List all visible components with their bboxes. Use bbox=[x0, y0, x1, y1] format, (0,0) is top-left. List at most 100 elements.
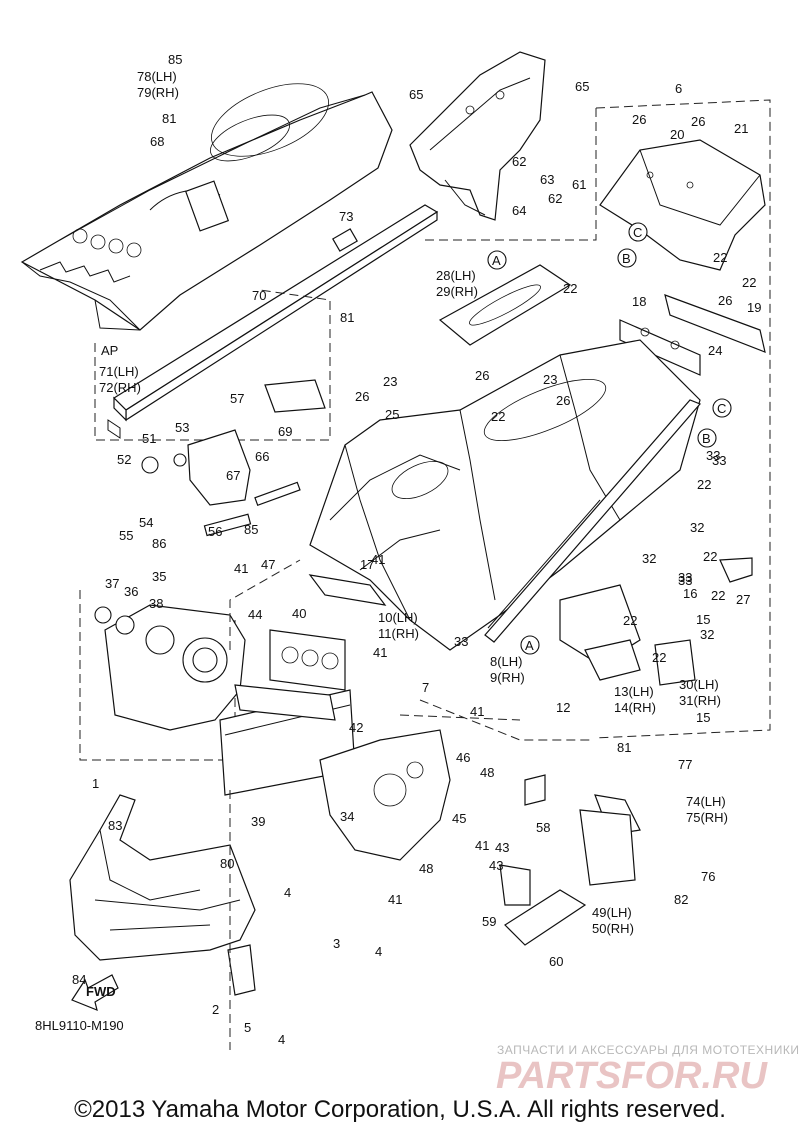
callout-label: 22 bbox=[703, 549, 717, 564]
callout-label: 4 bbox=[278, 1032, 285, 1047]
svg-text:B: B bbox=[622, 251, 631, 266]
callout-label: 10(LH) bbox=[378, 610, 418, 625]
callout-label: 73 bbox=[339, 209, 353, 224]
circled-letter-a-bottom: A bbox=[520, 635, 540, 655]
callout-label: 32 bbox=[642, 551, 656, 566]
callout-label: 41 bbox=[234, 561, 248, 576]
callout-label: 68 bbox=[150, 134, 164, 149]
callout-label: 32 bbox=[700, 627, 714, 642]
callout-label: 33 bbox=[454, 634, 468, 649]
bracket-59 bbox=[499, 864, 531, 906]
ap-tag: AP bbox=[101, 343, 118, 358]
plate-30 bbox=[654, 639, 696, 686]
callout-label: 25 bbox=[385, 407, 399, 422]
callout-label: 41 bbox=[373, 645, 387, 660]
callout-label: 5 bbox=[244, 1020, 251, 1035]
callout-label: 36 bbox=[124, 584, 138, 599]
callout-label: 65 bbox=[575, 79, 589, 94]
callout-label: 50(RH) bbox=[592, 921, 634, 936]
circled-letter-b-top: B bbox=[617, 248, 637, 268]
callout-label: 27 bbox=[736, 592, 750, 607]
front-bulkhead-34 bbox=[319, 729, 451, 861]
diagram-code: 8HL9110-M190 bbox=[35, 1018, 124, 1033]
callout-label: 41 bbox=[388, 892, 402, 907]
callout-label: 41 bbox=[475, 838, 489, 853]
main-tunnel bbox=[309, 339, 701, 651]
watermark-logo: PARTSFOR.RU bbox=[496, 1055, 768, 1097]
callout-label: 85 bbox=[168, 52, 182, 67]
callout-label: 23 bbox=[543, 372, 557, 387]
callout-label: 28(LH) bbox=[436, 268, 476, 283]
callout-label: 19 bbox=[747, 300, 761, 315]
callout-label: 26 bbox=[691, 114, 705, 129]
callout-label: 2 bbox=[212, 1002, 219, 1017]
callout-label: 60 bbox=[549, 954, 563, 969]
callout-label: 77 bbox=[678, 757, 692, 772]
callout-label: 53 bbox=[175, 420, 189, 435]
bracket-42 bbox=[234, 684, 336, 721]
circled-letter-a-top: A bbox=[487, 250, 507, 270]
svg-text:A: A bbox=[492, 253, 501, 268]
callout-label: 34 bbox=[340, 809, 354, 824]
bracket-24 bbox=[664, 294, 766, 353]
callout-label: 22 bbox=[742, 275, 756, 290]
callout-label: 56 bbox=[208, 524, 222, 539]
watermark-tagline: ЗАПЧАСТИ И АКСЕССУАРЫ ДЛЯ МОТОТЕХНИКИ bbox=[497, 1043, 799, 1057]
callout-label: 66 bbox=[255, 449, 269, 464]
callout-label: 32 bbox=[690, 520, 704, 535]
callout-label: 8(LH) bbox=[490, 654, 523, 669]
callout-label: 22 bbox=[711, 588, 725, 603]
callout-label: 42 bbox=[349, 720, 363, 735]
plate-84 bbox=[504, 889, 587, 946]
callout-label: 7 bbox=[422, 680, 429, 695]
callout-label: 41 bbox=[470, 704, 484, 719]
bulkhead-35 bbox=[94, 604, 246, 731]
callout-label: 48 bbox=[480, 765, 494, 780]
callout-label: 46 bbox=[456, 750, 470, 765]
callout-label: 75(RH) bbox=[686, 810, 728, 825]
callout-label: 51 bbox=[142, 431, 156, 446]
callout-label: 80 bbox=[220, 856, 234, 871]
callout-label: 45 bbox=[452, 811, 466, 826]
callout-label: 4 bbox=[375, 944, 382, 959]
callout-label: 39 bbox=[251, 814, 265, 829]
callout-label: 26 bbox=[475, 368, 489, 383]
slide-rail-8 bbox=[484, 399, 702, 643]
callout-label: 62 bbox=[548, 191, 562, 206]
bracket-18 bbox=[619, 319, 701, 376]
callout-label: 43 bbox=[495, 840, 509, 855]
callout-label: 52 bbox=[117, 452, 131, 467]
callout-label: 12 bbox=[556, 700, 570, 715]
callout-label: 33 bbox=[678, 570, 692, 585]
rear-bracket-61 bbox=[409, 51, 546, 221]
callout-label: 74(LH) bbox=[686, 794, 726, 809]
callout-label: 72(RH) bbox=[99, 380, 141, 395]
fwd-label: FWD bbox=[86, 984, 116, 999]
callout-label: 21 bbox=[734, 121, 748, 136]
callout-label: 61 bbox=[572, 177, 586, 192]
callout-label: 63 bbox=[540, 172, 554, 187]
ap-group-outline bbox=[94, 289, 331, 441]
callout-label: 37 bbox=[105, 576, 119, 591]
callout-label: 62 bbox=[512, 154, 526, 169]
callout-label: 31(RH) bbox=[679, 693, 721, 708]
callout-label: 26 bbox=[556, 393, 570, 408]
gusset-28 bbox=[438, 264, 572, 346]
callout-label: 15 bbox=[696, 710, 710, 725]
callout-label: 47 bbox=[261, 557, 275, 572]
group-7-lower-outline bbox=[229, 559, 590, 1050]
callout-label: 16 bbox=[683, 586, 697, 601]
callout-label: 67 bbox=[226, 468, 240, 483]
callout-label: 22 bbox=[563, 281, 577, 296]
callout-label: 24 bbox=[708, 343, 722, 358]
circled-letter-c-mid: C bbox=[712, 398, 732, 418]
group-7-outline bbox=[425, 108, 597, 241]
callout-label: 81 bbox=[162, 111, 176, 126]
callout-label: 26 bbox=[632, 112, 646, 127]
callout-label: 81 bbox=[340, 310, 354, 325]
front-frame-1 bbox=[69, 794, 256, 961]
callout-label: 44 bbox=[248, 607, 262, 622]
callout-label: 1 bbox=[92, 776, 99, 791]
callout-label: 43 bbox=[489, 858, 503, 873]
callout-label: 22 bbox=[652, 650, 666, 665]
